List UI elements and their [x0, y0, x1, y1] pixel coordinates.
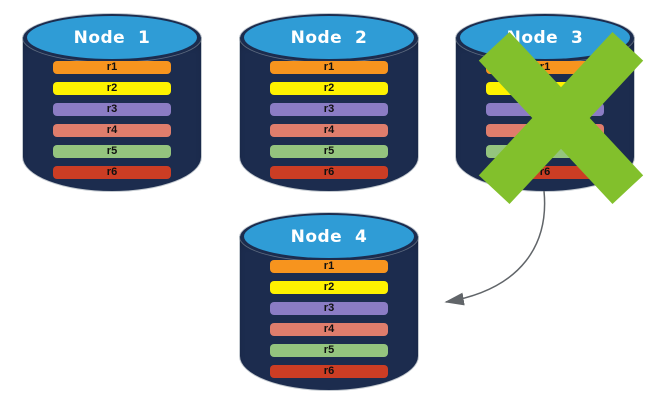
partition-bar-r6: r6 — [53, 166, 171, 179]
partition-bar-r2: r2 — [270, 82, 388, 95]
partition-bar-r3: r3 — [270, 103, 388, 116]
partition-bar-r1: r1 — [270, 260, 388, 273]
cylinder-top: Node 1 — [27, 16, 197, 59]
node-title: Node 1 — [73, 27, 151, 48]
partition-bar-r5: r5 — [270, 145, 388, 158]
failure-x-icon — [478, 32, 644, 204]
partition-bar-r2: r2 — [53, 82, 171, 95]
partition-bar-r1: r1 — [270, 61, 388, 74]
cylinder-rim: Node 1 — [23, 14, 201, 62]
cylinder-top: Node 2 — [244, 16, 414, 59]
partition-bar-r4: r4 — [270, 323, 388, 336]
cylinder-rim: Node 2 — [240, 14, 418, 62]
node-title: Node 2 — [290, 27, 368, 48]
cylinder-top: Node 4 — [244, 215, 414, 258]
partition-stack: r1 r2 r3 r4 r5 r6 — [270, 260, 388, 378]
partition-bar-r3: r3 — [53, 103, 171, 116]
node-title: Node 4 — [290, 226, 368, 247]
partition-bar-r4: r4 — [270, 124, 388, 137]
partition-bar-r1: r1 — [53, 61, 171, 74]
failover-arrow-path — [444, 190, 546, 306]
db-node-4: Node 4 r1 r2 r3 r4 r5 r6 — [240, 213, 418, 390]
partition-stack: r1 r2 r3 r4 r5 r6 — [53, 61, 171, 179]
db-node-1: Node 1 r1 r2 r3 r4 r5 r6 — [23, 14, 201, 191]
partition-bar-r5: r5 — [53, 145, 171, 158]
partition-stack: r1 r2 r3 r4 r5 r6 — [270, 61, 388, 179]
partition-bar-r2: r2 — [270, 281, 388, 294]
db-node-3-failed: Node 3 r1 r2 r3 r4 r5 r6 — [456, 14, 644, 204]
partition-bar-r6: r6 — [270, 166, 388, 179]
partition-bar-r6: r6 — [270, 365, 388, 378]
partition-bar-r3: r3 — [270, 302, 388, 315]
partition-bar-r5: r5 — [270, 344, 388, 357]
db-node-2: Node 2 r1 r2 r3 r4 r5 r6 — [240, 14, 418, 191]
cylinder-rim: Node 4 — [240, 213, 418, 261]
partition-bar-r4: r4 — [53, 124, 171, 137]
